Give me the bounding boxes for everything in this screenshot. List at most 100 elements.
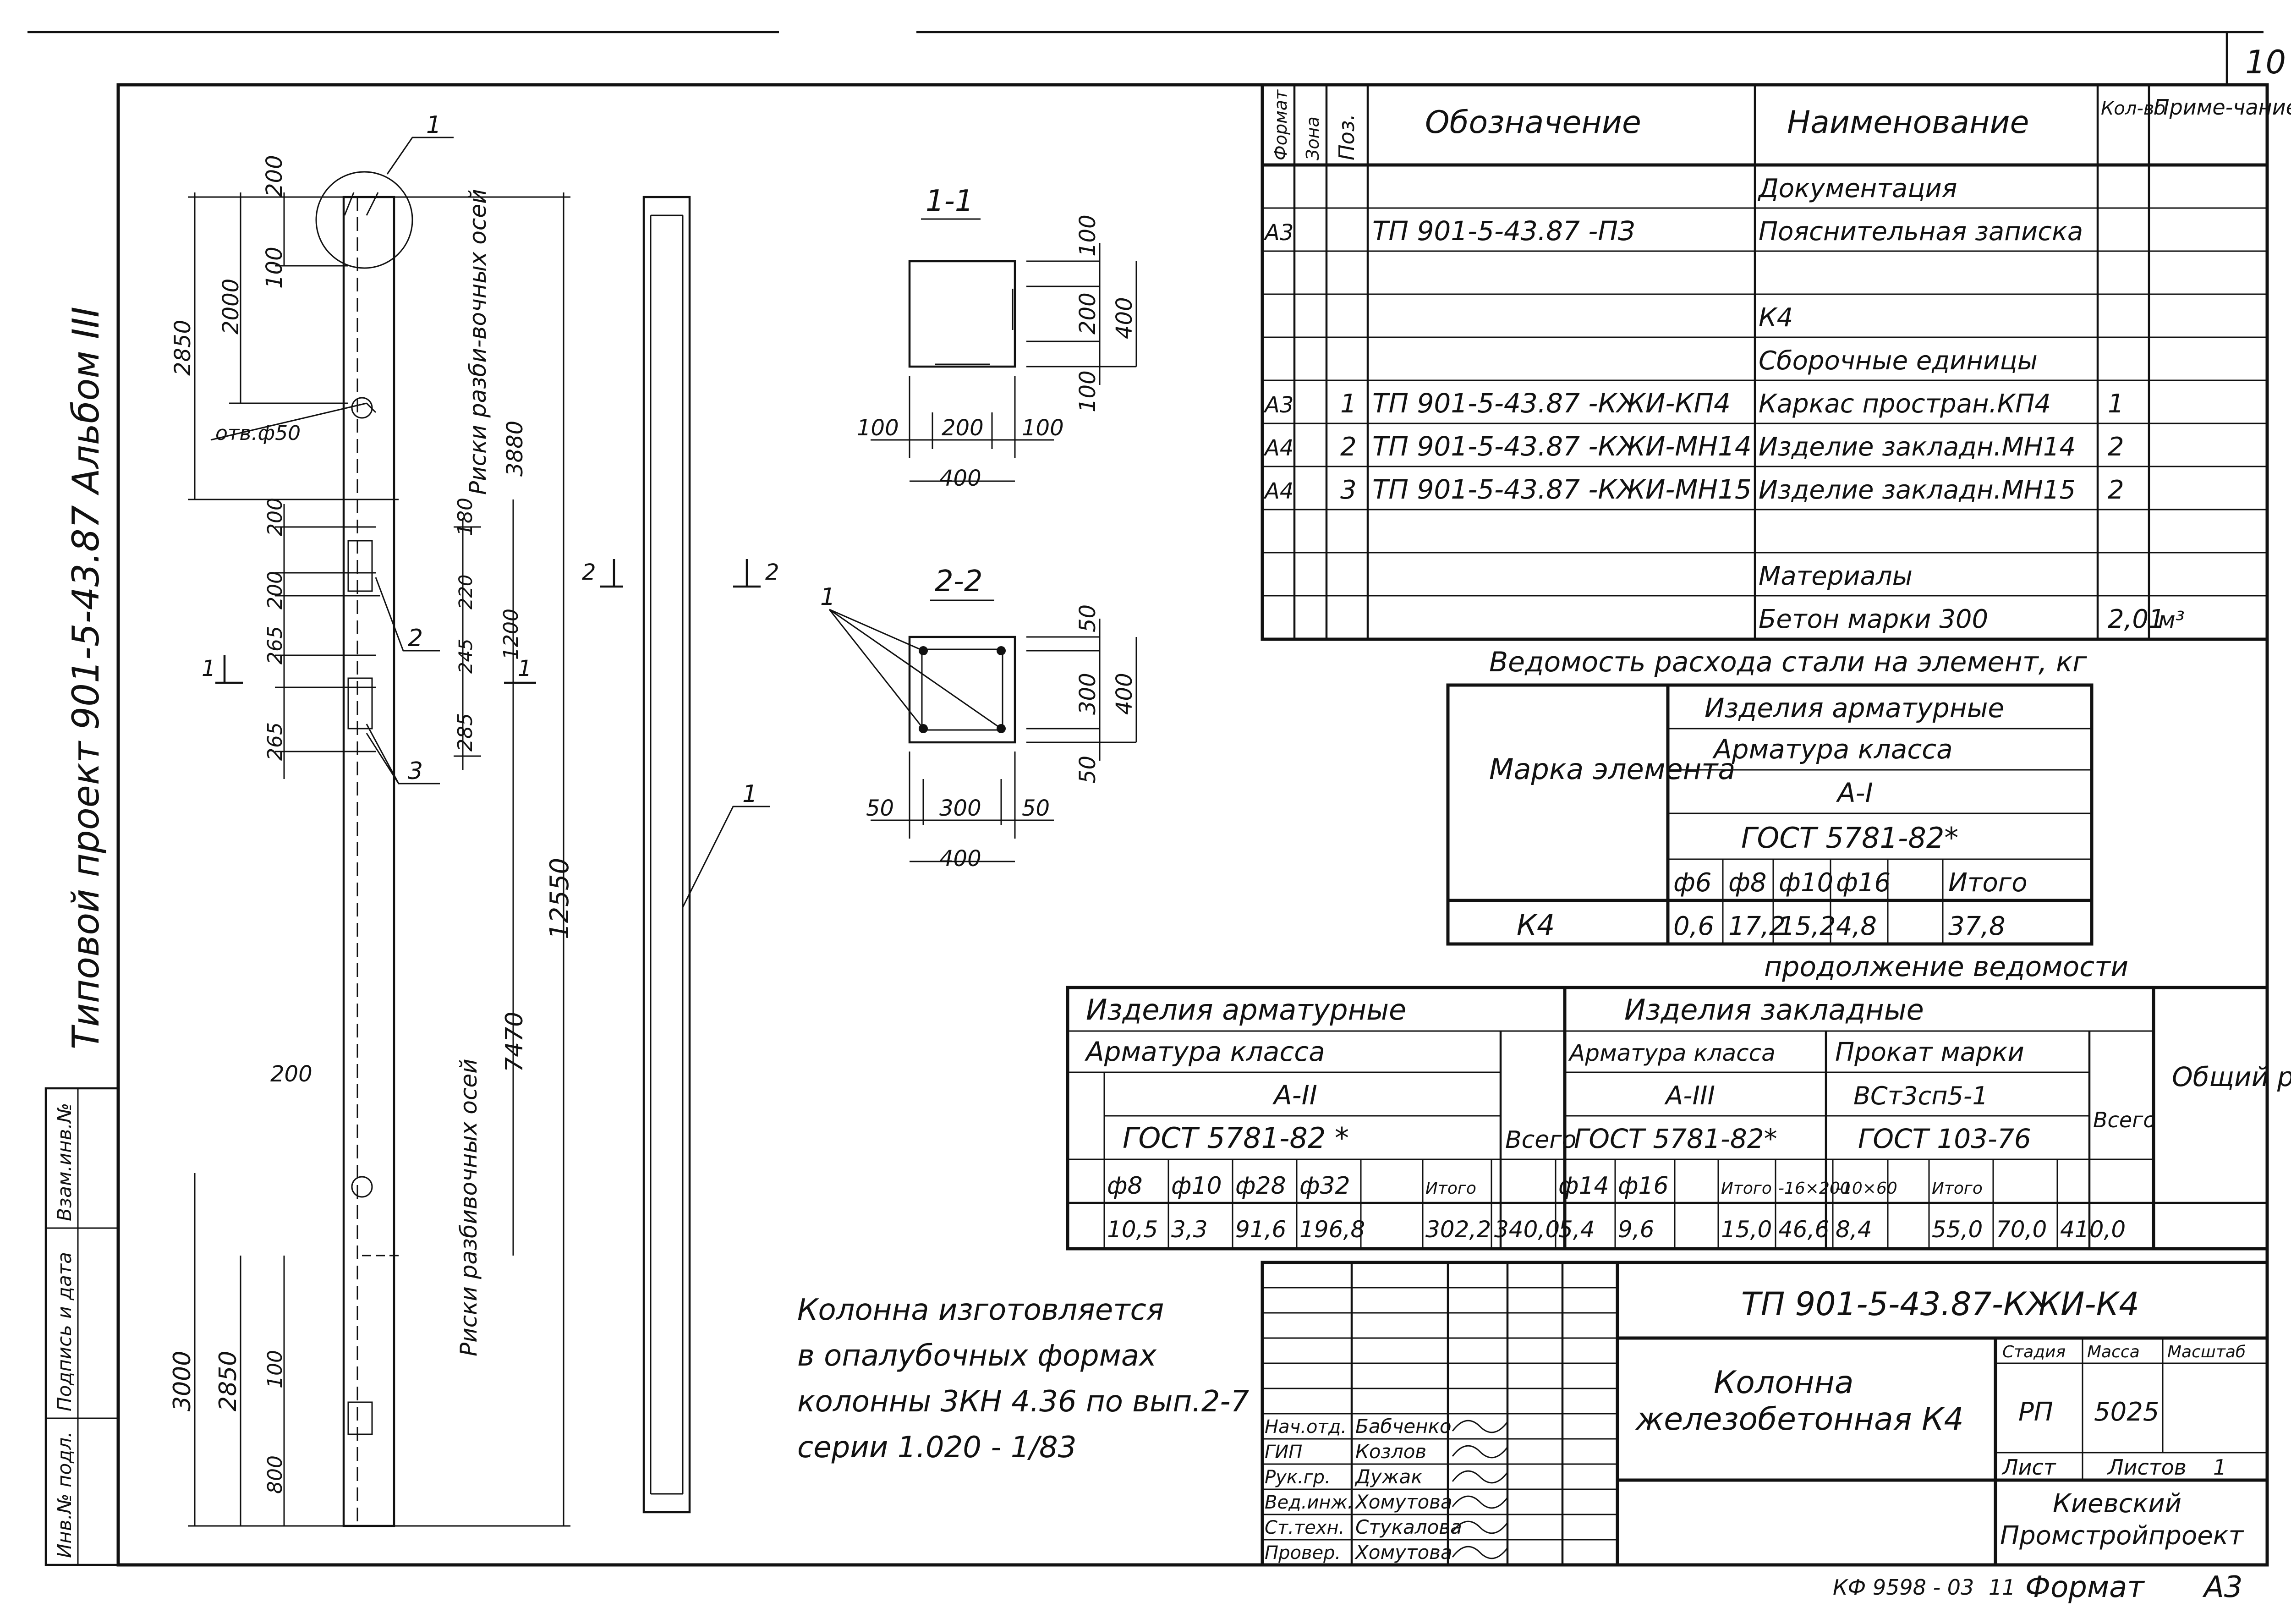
spec-cell-r6-c5: 2 [2108,432,2124,462]
cont-value-7: 5,4 [1558,1216,1595,1243]
cont-value-10: 15,0 [1721,1216,1772,1243]
spec-header-qty: Кол-во [2101,98,2165,119]
section-1-1: 1-1 100 200 400 100 100 200 100 400 [857,184,1137,491]
dim-285: 285 [454,713,477,752]
steel-diameter-0: ф6 [1673,868,1712,898]
spec-cell-r1-c3: ТП 901-5-43.87 -ПЗ [1372,215,1635,247]
footer-format-label: Формат [2025,1570,2145,1604]
dim-2850-top: 2850 [170,320,196,376]
cont-col-14: Итого [1932,1179,1983,1198]
spec-header-pos: Поз. [1334,114,1359,160]
axis-marks-label-bottom: Риски разбивочных осей [455,1059,482,1356]
dim-2000: 2000 [218,279,244,335]
column-elevation: 200 2000 100 2850 отв.ф50 200 180 200 22… [169,111,779,1527]
cont-value-8: 9,6 [1618,1216,1655,1243]
cut-mark-1-right: 1 [518,656,532,681]
spec-cell-r5-c2: 1 [1340,389,1357,419]
spec-cell-r6-c4: Изделие закладн.МН14 [1759,432,2076,462]
spec-cell-r0-c4: Документация [1757,174,1957,203]
footer-code: КФ 9598 - 03 [1833,1575,1974,1600]
spec-cell-r5-c3: ТП 901-5-43.87 -КЖИ-КП4 [1372,388,1731,419]
dim-100: 100 [262,247,287,289]
cont-grade-a: А-ІІ [1272,1080,1317,1111]
s22-dim-50-top: 50 [1075,604,1101,632]
steel-value-5: 37,8 [1948,911,2006,941]
hole-label: отв.ф50 [215,422,301,445]
sig-name-2: Дужак [1354,1465,1423,1488]
cont-class-a: Арматура класса [1084,1036,1325,1067]
cont-value-14: 55,0 [1932,1216,1983,1243]
margin-signature-date: Подпись и дата [53,1252,76,1411]
mass-value: 5025 [2094,1397,2159,1427]
signature-scribble-1 [1452,1445,1508,1459]
cont-col-11: -16×200 [1778,1179,1851,1198]
steel-gost: ГОСТ 5781-82* [1741,821,1958,855]
footer-copy: 11 [1989,1575,2016,1600]
sig-role-3: Вед.инж. [1265,1492,1353,1513]
cont-total-b: Всего [2093,1108,2156,1132]
cont-grade-b1: А-ІІІ [1664,1081,1715,1111]
sig-role-0: Нач.отд. [1265,1416,1347,1437]
dim-180: 180 [454,498,477,536]
cont-value-2: 91,6 [1235,1216,1286,1243]
cont-group-a: Изделия арматурные [1086,993,1406,1026]
project-side-label: Типовой проект 901-5-43.87 Альбом ІІІ [65,307,107,1049]
dim-3880: 3880 [502,421,528,477]
spec-cell-r4-c4: Сборочные единицы [1759,346,2038,376]
stage-value: РП [2018,1397,2053,1427]
cut-mark-1-left: 1 [202,656,216,681]
s11-dim-100-left: 100 [857,415,899,441]
cont-overall: Общий расход [2172,1061,2291,1092]
drawing-note: Колонна изготовляется в опалубочных форм… [797,1293,1250,1465]
mass-label: Масса [2087,1343,2140,1361]
cont-col-0: ф8 [1107,1172,1143,1200]
cut-mark-2-right: 2 [765,560,779,585]
cont-total-a: Всего [1505,1126,1576,1154]
dim-200-b: 200 [263,571,287,609]
s11-dim-200-v: 200 [1075,292,1101,335]
title-block: ТП 901-5-43.87-КЖИ-К4 Колонна железобето… [1261,1261,2269,1567]
title-name-2: железобетонная К4 [1635,1401,1964,1437]
spec-cell-r6-c3: ТП 901-5-43.87 -КЖИ-МН14 [1372,431,1752,462]
dim-265-a: 265 [263,626,287,664]
sig-role-5: Провер. [1265,1542,1341,1564]
cont-col-2: ф28 [1235,1172,1286,1200]
dim-200-a: 200 [263,498,287,536]
callout-3: 3 [408,757,423,785]
spec-cell-r1-c0: А3 [1263,220,1293,246]
spec-cell-r5-c0: А3 [1263,392,1293,418]
s11-dim-100-top: 100 [1075,214,1101,257]
spec-cell-r7-c0: А4 [1263,478,1293,504]
s11-dim-100-bottom: 100 [1075,370,1101,412]
sig-role-1: ГИП [1265,1442,1302,1463]
steel-mark-header: Марка элемента [1489,752,1735,786]
cont-col-10: Итого [1721,1179,1772,1198]
cont-value-12: 8,4 [1836,1216,1872,1243]
sig-name-5: Хомутова [1354,1541,1452,1564]
spec-cell-r10-c5: 2,01 [2108,604,2165,634]
cont-gost-b2: ГОСТ 103-76 [1858,1123,2031,1154]
cont-col-12: -10×60 [1836,1179,1897,1198]
spec-cell-r5-c4: Каркас простран.КП4 [1759,389,2051,419]
sheet-label: Лист [2001,1455,2056,1480]
spec-cell-r10-c4: Бетон марки 300 [1759,604,1988,634]
dim-100-bottom: 100 [263,1350,287,1388]
sig-name-0: Бабченко [1355,1415,1452,1437]
spec-header-zone: Зона [1303,116,1323,160]
column-side-view: 1 [642,196,770,1514]
continuation-table: продолжение ведомости Изделия арматурные… [1066,951,2291,1251]
s11-dim-400-h: 400 [939,466,981,491]
section-2-2: 2-2 1 50 300 400 50 50 300 50 400 [820,565,1137,872]
note-line-3: колонны 3КН 4.36 по вып.2-7 [797,1385,1250,1419]
margin-stamp [44,1087,120,1566]
signature-scribble-2 [1452,1470,1508,1484]
s22-dim-400-v: 400 [1112,673,1137,715]
drawing-frame [116,83,2269,1567]
cont-group-b: Изделия закладные [1624,993,1924,1026]
sig-name-1: Козлов [1355,1440,1426,1463]
cont-gost-a: ГОСТ 5781-82 * [1123,1121,1349,1155]
continuation-title: продолжение ведомости [1764,951,2128,983]
section-1-1-title: 1-1 [926,184,974,218]
steel-value-2: 15,2 [1779,911,1836,941]
